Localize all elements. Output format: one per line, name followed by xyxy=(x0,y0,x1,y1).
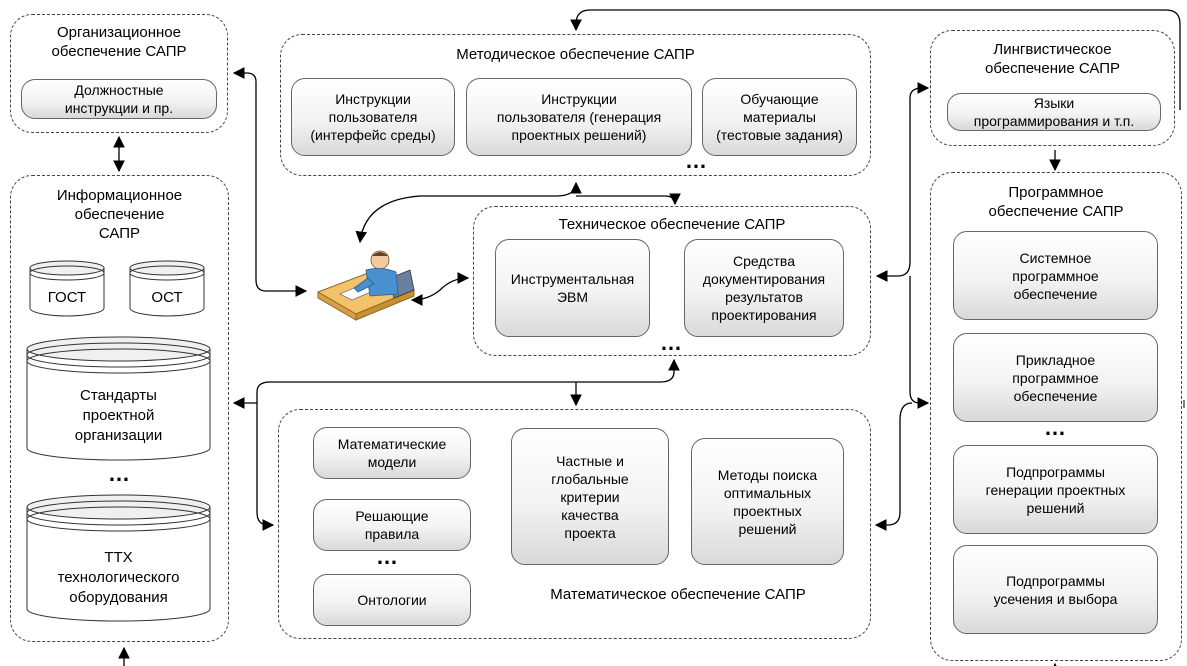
person-method-arrow xyxy=(355,181,582,244)
quality-criteria-box: Частные и глобальные критерии качества п… xyxy=(511,428,669,565)
math-support-title: Математическое обеспечение САПР xyxy=(550,586,806,603)
user-instructions-generation-box: Инструкции пользователя (генерация проек… xyxy=(466,78,692,156)
person-org-arrow xyxy=(232,67,308,297)
math-support-group: Математические модели Решающие правила …… xyxy=(278,409,871,639)
tech-ling-arrow xyxy=(875,82,930,282)
tech-software-arrow xyxy=(909,276,930,409)
equipment-specs-label: ТТХ технологического оборудования xyxy=(57,549,180,606)
documentation-tools-box: Средства документирования результатов пр… xyxy=(684,239,844,337)
info-support-title: Информационное обеспечение САПР xyxy=(56,187,183,242)
decision-rules-box: Решающие правила xyxy=(313,499,471,551)
org-support-group: Организационное обеспечение САПР Должнос… xyxy=(10,14,228,133)
gost-label: ГОСТ xyxy=(47,289,87,306)
application-software-box: Прикладное программное обеспечение xyxy=(953,333,1158,422)
tech-support-group: Техническое обеспечение САПР Инструмента… xyxy=(473,206,871,356)
top-feedback-arrow xyxy=(570,9,1181,110)
job-instructions-box: Должностные инструкции и пр. xyxy=(21,79,217,119)
equipment-cylinder-icon xyxy=(26,494,211,622)
search-methods-box: Методы поиска оптимальных проектных реше… xyxy=(691,438,844,565)
generation-subprograms-box: Подпрограммы генерации проектных решений xyxy=(953,445,1158,534)
standards-label: Стандарты проектной организации xyxy=(74,387,163,444)
equipment-specs-database: ТТХ технологического оборудования xyxy=(26,494,211,622)
pruning-subprograms-box: Подпрограммы усечения и выбора xyxy=(953,545,1158,634)
designer-at-desk-icon xyxy=(316,250,416,321)
ling-support-title: Лингвистическое обеспечение САПР xyxy=(984,41,1121,77)
math-models-box: Математические модели xyxy=(313,427,471,479)
system-software-box: Системное программное обеспечение xyxy=(953,231,1158,320)
software-support-group: Программное обеспечение САПР Системное п… xyxy=(930,172,1182,661)
ling-support-group: Лингвистическое обеспечение САПР Языки п… xyxy=(930,30,1175,146)
training-materials-box: Обучающие материалы (тестовые задания) xyxy=(702,78,857,156)
method-support-group: Методическое обеспечение САПР Инструкции… xyxy=(280,34,871,176)
person-tech-arrow xyxy=(410,272,470,306)
standards-cylinder-icon xyxy=(26,336,211,461)
standards-database: Стандарты проектной организации xyxy=(26,336,211,461)
method-support-title: Методическое обеспечение САПР xyxy=(456,46,695,63)
programming-languages-box: Языки программирования и т.п. xyxy=(947,93,1161,131)
software-support-title: Программное обеспечение САПР xyxy=(988,184,1124,220)
math-software-arrow xyxy=(874,402,913,531)
user-instructions-interface-box: Инструкции пользователя (интерфейс среды… xyxy=(291,78,455,156)
ost-label: ОСТ xyxy=(151,289,183,306)
method-tech-arrow xyxy=(576,193,681,206)
ost-cylinder-icon xyxy=(129,260,205,317)
ost-database: ОСТ xyxy=(129,260,205,318)
ontologies-box: Онтологии xyxy=(313,574,471,626)
tech-info-arrow xyxy=(232,358,680,409)
info-math-arrow xyxy=(256,403,275,531)
instrumental-computer-box: Инструментальная ЭВМ xyxy=(495,239,650,337)
info-support-group: Информационное обеспечение САПР ГОСТ ОСТ… xyxy=(10,175,229,642)
gost-database: ГОСТ xyxy=(29,260,105,318)
org-support-title: Организационное обеспечение САПР xyxy=(51,24,187,60)
gost-cylinder-icon xyxy=(29,260,105,317)
